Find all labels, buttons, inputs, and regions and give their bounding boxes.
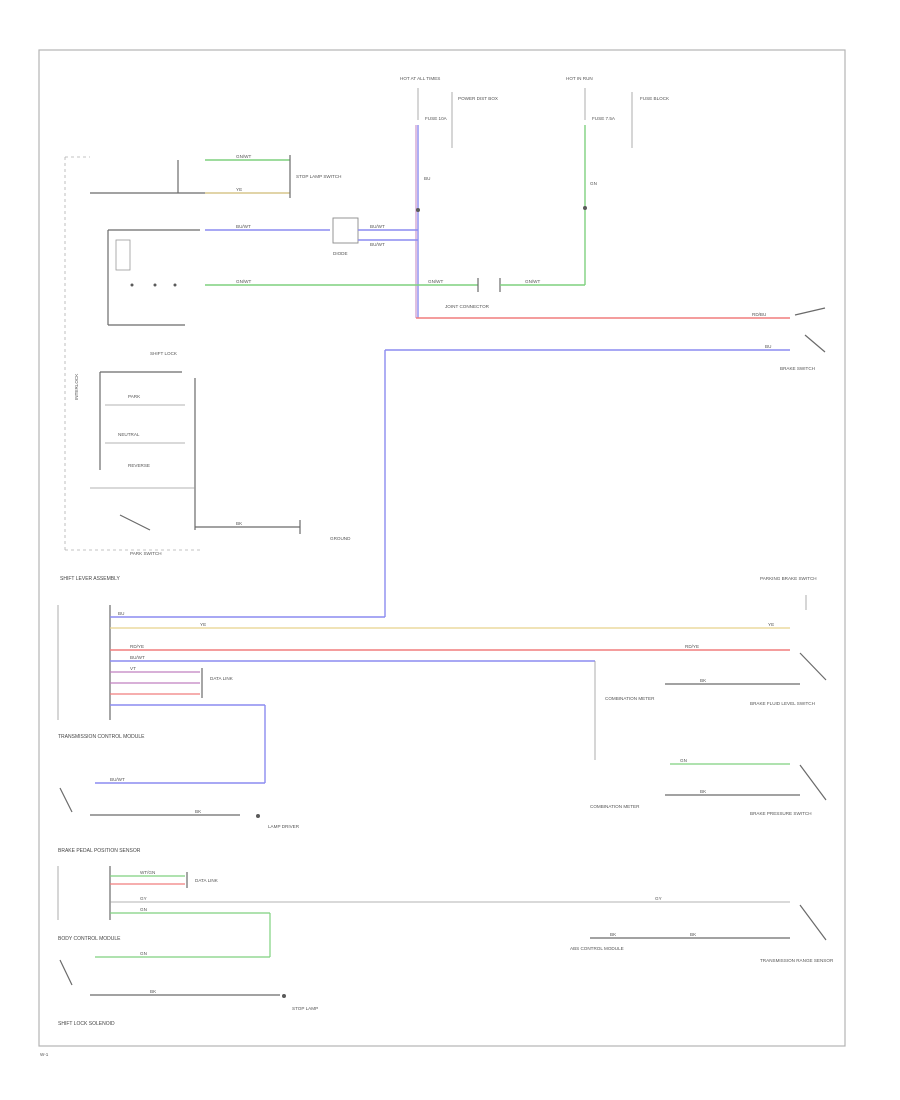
label-brake-switch: BRAKE SWITCH — [780, 366, 815, 371]
contact-dot — [173, 283, 177, 287]
label-diode: DIODE — [333, 251, 348, 256]
label-wire-gn-wt-b: GN/WT — [236, 279, 252, 284]
contact-dot — [153, 283, 157, 287]
label-fuse-a: FUSE 10A — [425, 116, 448, 121]
contact-dot — [130, 283, 134, 287]
caption-control-module: BODY CONTROL MODULE — [58, 936, 121, 942]
label-wire-bu-b: BU — [118, 611, 124, 616]
caption-sensor: BRAKE PEDAL POSITION SENSOR — [58, 848, 141, 854]
label-wire-bk-g: BK — [150, 989, 157, 994]
label-ground-a: GROUND — [330, 536, 351, 541]
caption-ecm: TRANSMISSION CONTROL MODULE — [58, 734, 145, 740]
label-wire-gy-a: GY — [140, 896, 147, 901]
label-wire-bk-f: BK — [690, 932, 697, 937]
label-wire-gn-c: GN — [140, 951, 147, 956]
caption-shift-lever-assembly: SHIFT LEVER ASSEMBLY — [60, 576, 121, 582]
label-wire-ye-c: YE — [768, 622, 774, 627]
label-park-switch: PARK SWITCH — [130, 551, 162, 556]
brake-switch-arm-b — [804, 334, 826, 353]
label-wire-bk-d: BK — [195, 809, 202, 814]
label-wire-gn-wt-d: GN/WT — [525, 279, 541, 284]
caption-shift-lock-solenoid: SHIFT LOCK SOLENOID — [58, 1021, 115, 1027]
label-wire-gn-wt-c: GN/WT — [428, 279, 444, 284]
label-wire-bu-top: BU — [424, 176, 430, 181]
connector-dot — [416, 208, 420, 212]
label-wire-bk-c: BK — [700, 789, 707, 794]
label-lamp-driver: LAMP DRIVER — [268, 824, 300, 829]
label-wire-rd-ye-b: RD/YE — [685, 644, 699, 649]
label-right-lower-ref: ABS CONTROL MODULE — [570, 946, 624, 951]
label-wire-rd-ye-a: RD/YE — [130, 644, 144, 649]
sensor-ground-dot — [256, 814, 260, 818]
label-wire-vt-a: VT — [130, 666, 136, 671]
solenoid-arm — [59, 959, 73, 986]
label-park-unit: PARK — [128, 394, 141, 399]
label-fuse-b: FUSE 7.5A — [592, 116, 616, 121]
label-wire-ye-a: YE — [236, 187, 242, 192]
label-wire-gn-b: GN — [140, 907, 147, 912]
label-bottom-module: TRANSMISSION RANGE SENSOR — [760, 958, 834, 963]
label-wire-bu-wt-c: BU/WT — [370, 242, 385, 247]
brake-pressure-switch-arm — [799, 764, 827, 801]
label-top-ref-a: POWER DIST BOX — [458, 96, 498, 101]
label-wire-gn-a: GN — [680, 758, 687, 763]
label-wire-bk-a: BK — [236, 521, 243, 526]
solenoid-ground-dot — [282, 994, 286, 998]
connector-dot — [583, 206, 587, 210]
label-brake-fluid: BRAKE FLUID LEVEL SWITCH — [750, 701, 815, 706]
label-control-module-ref: DATA LINK — [195, 878, 219, 883]
label-top-ref-b: FUSE BLOCK — [640, 96, 670, 101]
label-shift-lock-box: SHIFT LOCK — [150, 351, 178, 356]
label-hot-at-all-times: HOT AT ALL TIMES — [400, 76, 440, 81]
label-wire-bk-e: BK — [610, 932, 617, 937]
label-brake-pressure: BRAKE PRESSURE SWITCH — [750, 811, 812, 816]
label-wire-rd-bu-a: RD/BU — [752, 312, 766, 317]
label-wire-gn-top: GN — [590, 181, 597, 186]
range-switch-arm — [799, 904, 827, 941]
label-wire-bu-wt-a: BU/WT — [236, 224, 251, 229]
label-parking-brake-switch: PARKING BRAKE SWITCH — [760, 576, 817, 581]
label-reverse-unit: REVERSE — [128, 463, 150, 468]
label-hot-in-run: HOT IN RUN — [566, 76, 593, 81]
label-stop-lamp-ref: STOP LAMP SWITCH — [296, 174, 341, 179]
label-interlock: INTERLOCK — [74, 373, 79, 400]
diagram-frame — [38, 49, 846, 1047]
label-wire-ye-b: YE — [200, 622, 206, 627]
park-switch-arm — [119, 514, 151, 531]
brake-switch-arm-a — [794, 307, 826, 316]
label-wire-bu-wt-b: BU/WT — [370, 224, 385, 229]
label-wire-gn-wt-a: GN/WT — [236, 154, 252, 159]
diode-box — [332, 217, 359, 244]
switch-element — [115, 239, 131, 271]
label-data-link-ref: DATA LINK — [210, 676, 234, 681]
page-reference: W-1 — [40, 1052, 49, 1057]
label-joint-connector: JOINT CONNECTOR — [445, 304, 490, 309]
label-wire-gy-b: GY — [655, 896, 662, 901]
label-wire-bk-b: BK — [700, 678, 707, 683]
label-right-mid-ref: COMBINATION METER — [590, 804, 640, 809]
label-wire-bu-wt-e: BU/WT — [110, 777, 125, 782]
sensor-arm — [59, 787, 73, 813]
label-wheel-sensor: STOP LAMP — [292, 1006, 318, 1011]
label-wire-bu-wt-d: BU/WT — [130, 655, 145, 660]
label-combination-meter: COMBINATION METER — [605, 696, 655, 701]
brake-fluid-switch-arm — [799, 652, 827, 681]
label-wire-bu-a: BU — [765, 344, 771, 349]
label-neutral-unit: NEUTRAL — [118, 432, 140, 437]
label-wire-wt-gn-a: WT/GN — [140, 870, 155, 875]
